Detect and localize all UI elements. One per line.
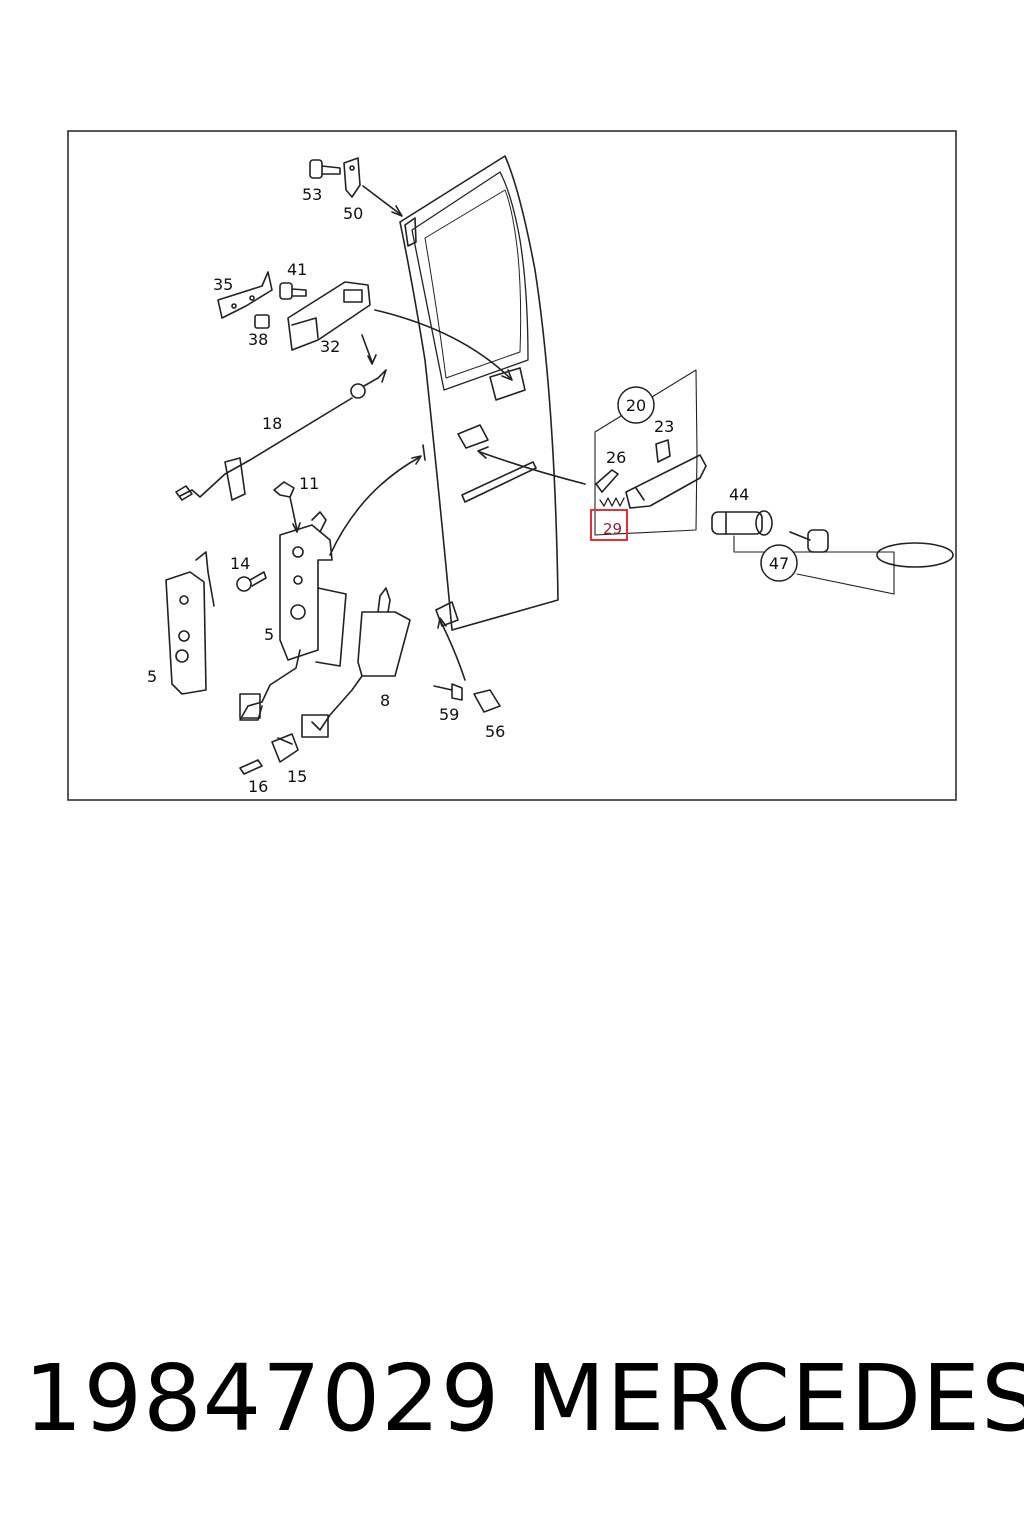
label-29: 29	[603, 520, 622, 538]
label-26: 26	[606, 448, 626, 467]
label-59: 59	[439, 705, 459, 724]
label-5-centre: 5	[264, 625, 274, 644]
label-41: 41	[287, 260, 307, 279]
callout-47-number: 47	[769, 554, 789, 573]
part-38-nut	[254, 314, 270, 329]
label-15: 15	[287, 767, 307, 786]
part-5-lock-left	[165, 551, 215, 695]
part-11-clip	[273, 481, 295, 498]
part-labels: 53 50 35 41 38 32 18 11 14 5 5 8 59 56 1…	[147, 185, 749, 796]
label-14: 14	[230, 554, 250, 573]
footer-caption: 19847029 MERCEDES	[0, 1345, 1024, 1485]
callout-20-number: 20	[626, 396, 646, 415]
vehicle-make: MERCEDES	[526, 1345, 1024, 1452]
part-16-pin	[239, 759, 263, 775]
label-5-left: 5	[147, 667, 157, 686]
label-44: 44	[729, 485, 749, 504]
part-number: 19847029	[24, 1345, 501, 1452]
part-14-screw	[236, 571, 267, 592]
outer-door-handle	[625, 454, 707, 509]
part-53-screw	[309, 159, 341, 179]
part-8-actuator	[301, 587, 411, 738]
part-32-inner-handle	[287, 281, 371, 351]
label-8: 8	[380, 691, 390, 710]
label-18: 18	[262, 414, 282, 433]
label-53: 53	[302, 185, 322, 204]
part-23-clip	[655, 439, 671, 463]
inner-handle-mount	[457, 424, 489, 449]
outer-handle-mount	[489, 367, 526, 401]
highlight-box-29	[590, 509, 628, 541]
label-11: 11	[299, 474, 319, 493]
part-59-pin	[433, 683, 463, 701]
part-18-rod	[175, 369, 387, 501]
group-47-lines	[733, 535, 895, 595]
label-35: 35	[213, 275, 233, 294]
diagram-frame	[67, 130, 957, 801]
callout-20: 20	[617, 386, 655, 424]
group-20-box	[594, 369, 698, 536]
label-56: 56	[485, 722, 505, 741]
part-44-lock-cylinder	[711, 510, 773, 536]
label-23: 23	[654, 417, 674, 436]
door-top-hinge	[404, 217, 417, 247]
label-50: 50	[343, 204, 363, 223]
part-26-gasket	[595, 469, 619, 493]
rear-door-panel	[399, 155, 559, 631]
label-32: 32	[320, 337, 340, 356]
callout-47: 47	[760, 544, 798, 582]
label-16: 16	[248, 777, 268, 796]
part-35-bracket	[217, 271, 273, 319]
part-41-screw	[279, 282, 307, 300]
assembly-arrows	[289, 185, 586, 681]
part-50-clip	[343, 157, 361, 198]
part-56-bracket	[473, 689, 501, 713]
label-38: 38	[248, 330, 268, 349]
key-ring	[876, 542, 954, 568]
part-15-connector	[271, 733, 299, 763]
part-29-spring	[599, 497, 625, 507]
part-5-lock-centre	[239, 511, 347, 721]
